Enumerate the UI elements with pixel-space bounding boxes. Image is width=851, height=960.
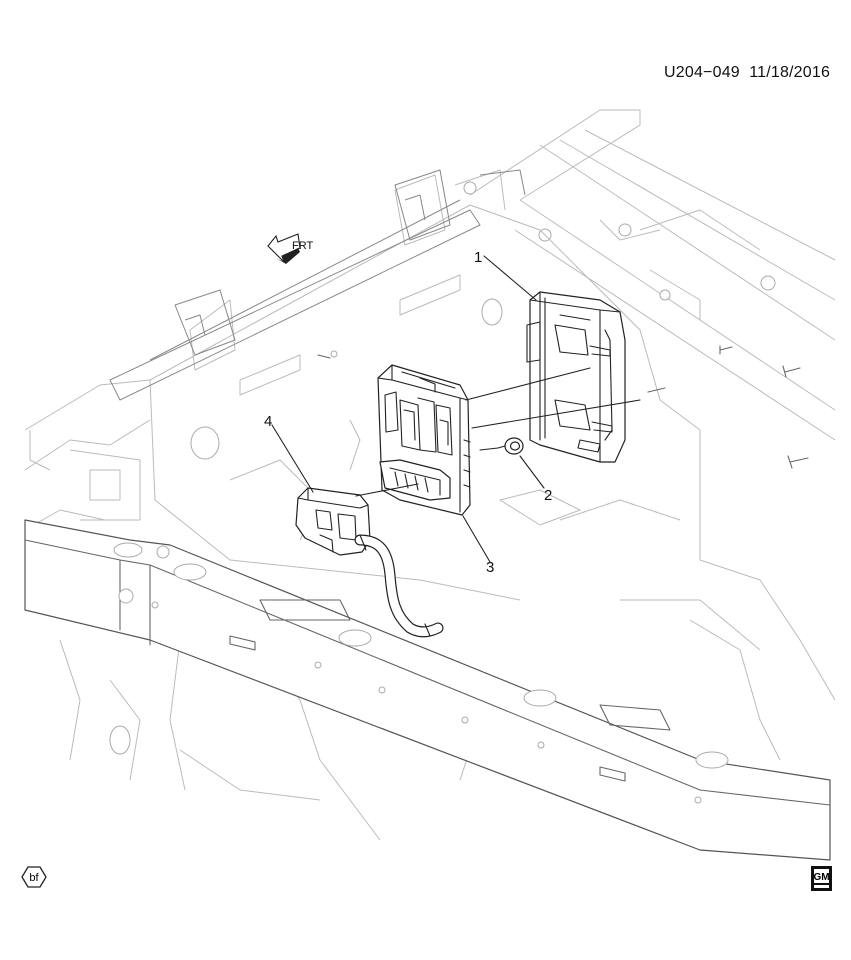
leader-lines: [271, 255, 641, 563]
connector-harness-part: [295, 487, 444, 638]
gm-logo: GM: [811, 866, 832, 891]
front-frame-rail: [24, 519, 831, 861]
callout-4: 4: [264, 413, 272, 430]
vehicle-frame-background: [24, 109, 836, 841]
cross-member: [109, 169, 526, 401]
illustration-id: U204−049: [664, 64, 740, 81]
nut-part: [497, 437, 524, 455]
bolts: [317, 345, 809, 469]
bf-symbol: bf: [21, 866, 47, 888]
illustration-date: 11/18/2016: [749, 64, 831, 81]
callout-1: 1: [474, 249, 482, 266]
illustration-header: U204−049 11/18/2016: [664, 64, 830, 82]
frt-label: FRT: [292, 240, 313, 252]
callout-3: 3: [486, 559, 494, 576]
bf-symbol-text: bf: [29, 872, 39, 884]
callout-2: 2: [544, 487, 552, 504]
control-module-part: [377, 364, 471, 516]
gm-logo-text: GM: [813, 872, 829, 883]
front-direction-arrow: FRT: [267, 233, 313, 264]
bracket-part: [526, 291, 626, 463]
